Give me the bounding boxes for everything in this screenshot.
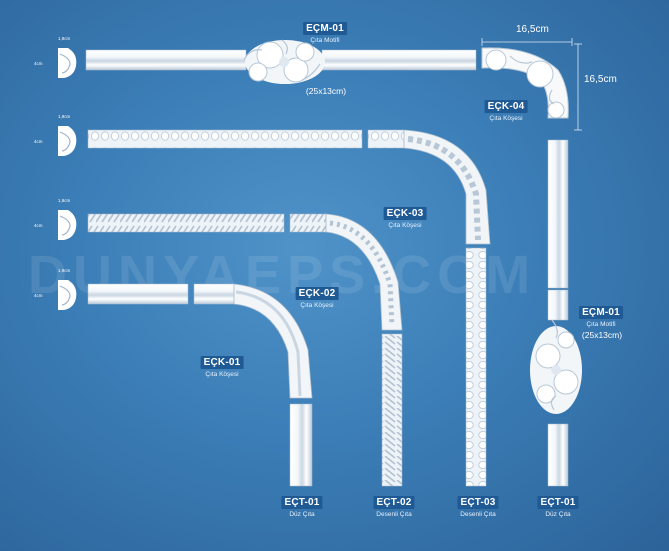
size-ecm01-right: (25x13cm): [581, 330, 623, 340]
size-ecm01-top: (25x13cm): [305, 86, 347, 96]
label-ect01-a: EÇT-01 Düz Çıta: [281, 492, 323, 518]
eck02-rope-strip: [87, 213, 403, 487]
label-ect02: EÇT-02 Desenli Çıta: [373, 492, 415, 518]
dimension-width: 16,5cm: [516, 24, 549, 35]
label-eck03: EÇK-03 Çıta Köşesi: [383, 203, 427, 229]
ecm01-top-strip: [85, 39, 477, 84]
profile-icon-1: [58, 48, 77, 78]
profile-width-1: 1,9cm: [58, 36, 71, 41]
label-ecm01-right: EÇM-01 Çıta Motifi: [579, 302, 623, 328]
label-ect01-b: EÇT-01 Düz Çıta: [537, 492, 579, 518]
profile-height-4: 4cm: [34, 293, 43, 298]
label-ect03: EÇT-03 Desenli Çıta: [457, 492, 499, 518]
profile-width-3: 1,9cm: [58, 198, 71, 203]
profile-height-2: 4cm: [34, 139, 43, 144]
profile-icon-2: [58, 126, 77, 156]
ornament-motif-top: [243, 39, 325, 84]
eck04-corner: [481, 47, 569, 119]
profile-height-3: 4cm: [34, 223, 43, 228]
ect01-right-strip: [530, 139, 582, 487]
label-eck02: EÇK-02 Çıta Köşesi: [295, 283, 339, 309]
eck03-beaded-strip: [87, 129, 491, 487]
profile-width-2: 1,9cm: [58, 114, 71, 119]
dimension-lines: [481, 38, 582, 131]
profile-icon-4: [58, 280, 77, 310]
eck01-plain-strip: [87, 283, 313, 487]
profile-icon-3: [58, 210, 77, 240]
dimension-height: 16,5cm: [584, 74, 617, 85]
profile-width-4: 1,9cm: [58, 268, 71, 273]
label-ecm01-top: EÇM-01 Çıta Motifi: [303, 18, 347, 44]
label-eck04: EÇK-04 Çıta Köşesi: [484, 96, 528, 122]
label-eck01: EÇK-01 Çıta Köşesi: [200, 352, 244, 378]
ornament-motif-right: [530, 319, 582, 414]
profile-height-1: 4cm: [34, 61, 43, 66]
